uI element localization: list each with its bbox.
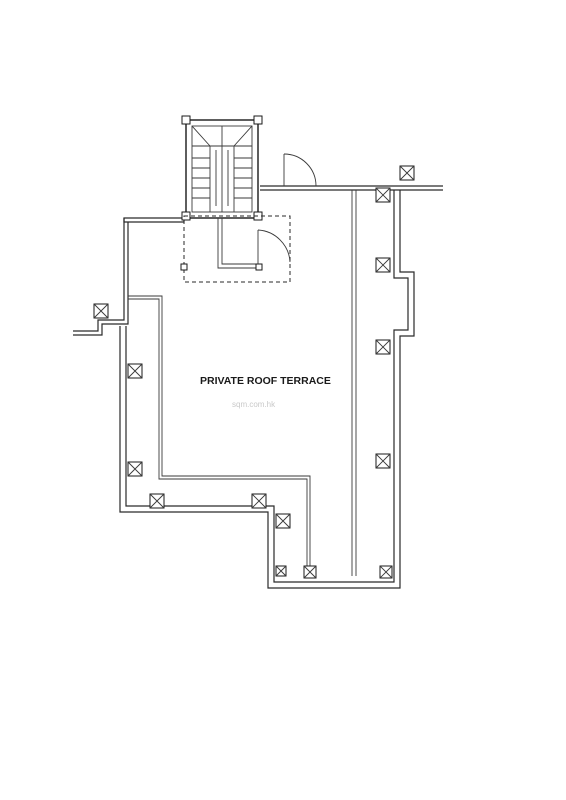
column-marker: [379, 565, 393, 579]
column-marker: [93, 303, 109, 319]
column-marker: [127, 461, 143, 477]
column-marker: [375, 339, 391, 355]
door-swing: [257, 229, 291, 264]
column-marker: [399, 165, 415, 181]
door-swing: [283, 153, 317, 187]
column-marker: [375, 453, 391, 469]
column-marker: [275, 565, 287, 577]
column-marker: [149, 493, 165, 509]
outer-wall: [73, 185, 443, 589]
column-marker: [303, 565, 317, 579]
column-marker: [275, 513, 291, 529]
column-marker: [127, 363, 143, 379]
stair-core: [181, 115, 263, 221]
terrace-inner-boundary: [128, 190, 357, 576]
column-markers: [93, 165, 415, 579]
room-label: PRIVATE ROOF TERRACE: [200, 375, 331, 387]
column-marker: [375, 257, 391, 273]
column-marker: [251, 493, 267, 509]
stair-landing: [180, 215, 291, 283]
watermark: sqm.com.hk: [232, 400, 276, 409]
column-marker: [375, 187, 391, 203]
